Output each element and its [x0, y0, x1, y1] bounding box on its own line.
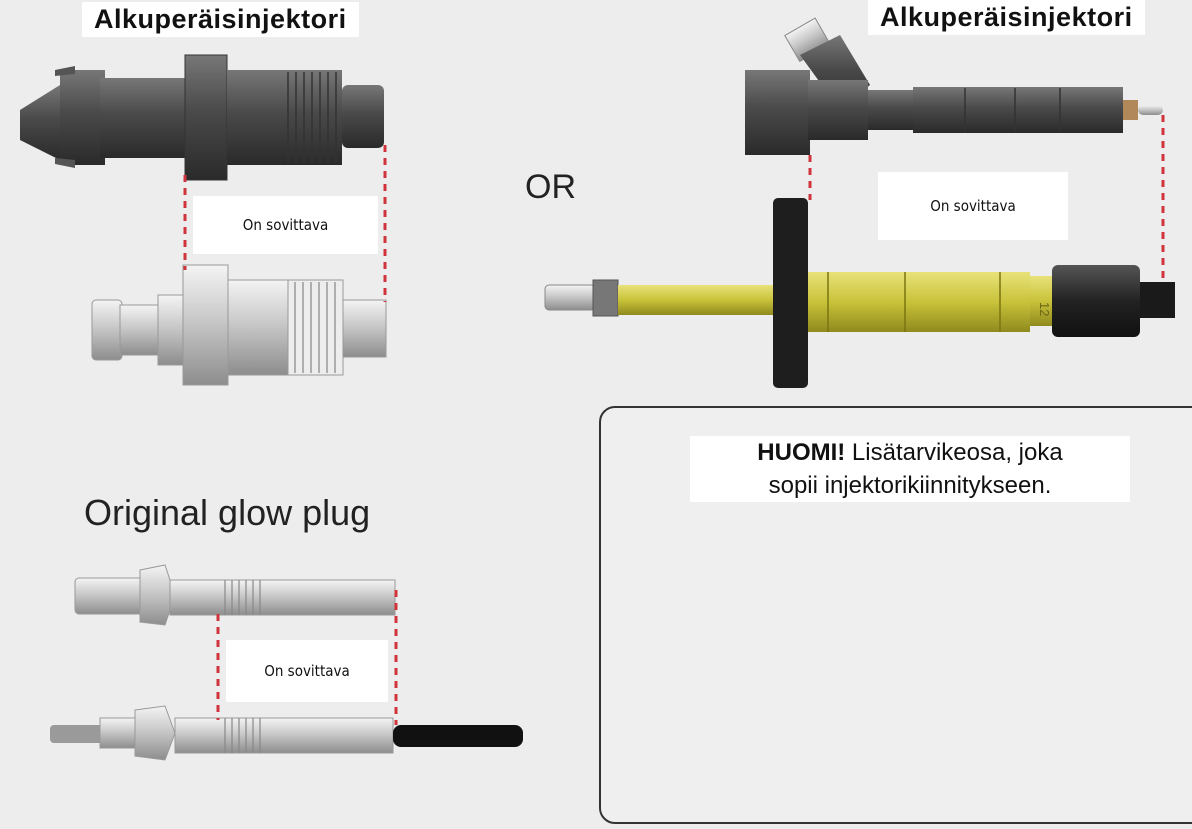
glow-plug-title: Original glow plug [84, 492, 371, 533]
fit-label-glow: On sovittava [226, 640, 388, 702]
fit-label-left: On sovittava [193, 196, 378, 254]
fit-lines-glow [216, 590, 398, 725]
or-label: OR [525, 168, 576, 206]
main-adapter-mark: 12 [1037, 302, 1052, 316]
adapter-left-illustration [91, 264, 387, 386]
glow-plug-illustration [74, 564, 396, 626]
fit-lines-right [808, 115, 1165, 280]
injector-left-illustration [20, 54, 384, 181]
note-line2: sopii injektorikiinnitykseen. [768, 472, 1052, 499]
adapter-right-illustration [544, 198, 1175, 388]
note-text: HUOMI! Lisätarvikeosa, joka sopii injekt… [690, 436, 1130, 502]
title-injector-right: Alkuperäisinjektori [868, 0, 1145, 35]
glow-plug-adapter-illustration [50, 705, 523, 761]
note-line1: Lisätarvikeosa, joka [845, 439, 1063, 466]
fit-lines-left [183, 145, 387, 302]
fit-label-right: On sovittava [878, 172, 1068, 240]
title-injector-left: Alkuperäisinjektori [82, 2, 359, 37]
note-bold: HUOMI! [757, 439, 846, 466]
injector-right-illustration [745, 17, 1163, 155]
